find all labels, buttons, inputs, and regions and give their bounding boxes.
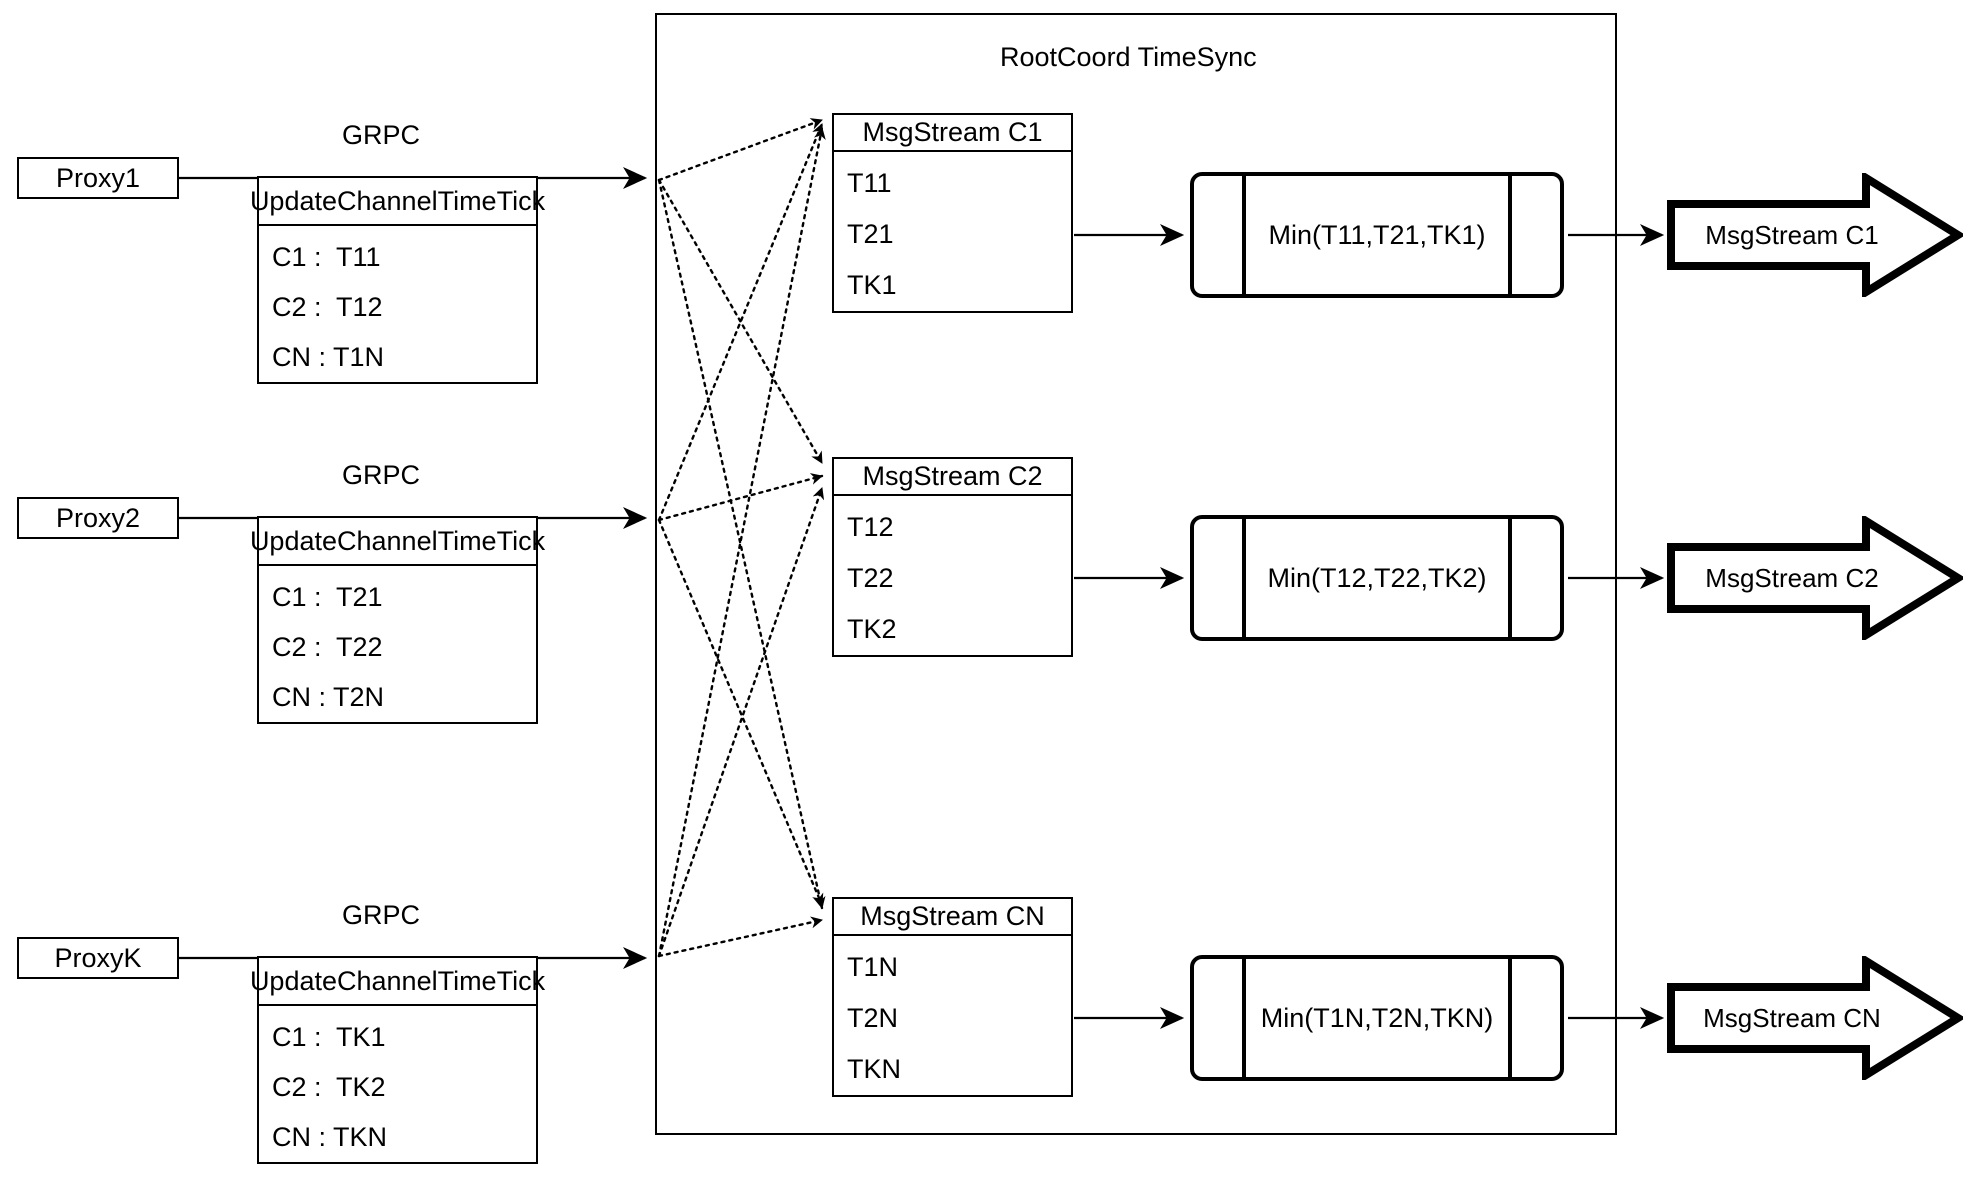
- msgstream-box-2: MsgStream C2 T12 T22 TK2: [832, 457, 1073, 657]
- msgstream-row: T11: [847, 168, 892, 198]
- msgstream-header-2: MsgStream C2: [834, 459, 1071, 496]
- block-arrow-icon: [1667, 956, 1963, 1080]
- output-block-arrow-2: MsgStream C2: [1666, 516, 1963, 640]
- output-block-arrow-3: MsgStream CN: [1666, 956, 1963, 1080]
- rootcoord-container: [655, 13, 1617, 1135]
- uct-row: C1 : T21: [272, 581, 383, 612]
- msgstream-row: T2N: [847, 1003, 899, 1033]
- uct-body-1: C1 : T11 C2 : T12 CN : T1N: [259, 226, 536, 382]
- output-block-arrow-1: MsgStream C1: [1666, 173, 1963, 297]
- msgstream-row: TK2: [847, 614, 897, 644]
- min-process-box-1: Min(T11,T21,TK1): [1190, 172, 1564, 298]
- grpc-label-1: GRPC: [342, 120, 421, 150]
- output-label-1: MsgStream C1: [1705, 219, 1879, 250]
- uct-row: C2 : TK2: [272, 1071, 386, 1102]
- msgstream-row: TK1: [847, 270, 897, 300]
- msgstream-row: T12: [847, 512, 894, 542]
- proxy-box-2[interactable]: Proxy2: [17, 497, 179, 539]
- uct-body-3: C1 : TK1 C2 : TK2 CN : TKN: [259, 1006, 536, 1162]
- msgstream-row: T22: [847, 563, 894, 593]
- uct-header-3: UpdateChannelTimeTick: [250, 958, 545, 1006]
- min-box-right-divider: [1508, 515, 1512, 641]
- min-box-left-divider: [1242, 955, 1246, 1081]
- msgstream-header-3: MsgStream CN: [834, 899, 1071, 936]
- msgstream-row: T21: [847, 219, 894, 249]
- rootcoord-title: RootCoord TimeSync: [1000, 42, 1257, 72]
- grpc-label-3: GRPC: [342, 900, 421, 930]
- update-channel-time-tick-2: UpdateChannelTimeTick C1 : T21 C2 : T22 …: [250, 516, 545, 724]
- msgstream-box-3: MsgStream CN T1N T2N TKN: [832, 897, 1073, 1097]
- uct-row: CN : T1N: [272, 341, 385, 372]
- update-channel-time-tick-1: UpdateChannelTimeTick C1 : T11 C2 : T12 …: [250, 176, 545, 384]
- uct-row: C1 : TK1: [272, 1021, 386, 1052]
- min-box-left-divider: [1242, 515, 1246, 641]
- min-label-1: Min(T11,T21,TK1): [1268, 219, 1486, 250]
- min-box-right-divider: [1508, 955, 1512, 1081]
- msgstream-body-3: T1N T2N TKN: [834, 936, 1071, 1095]
- msgstream-row: TKN: [847, 1054, 901, 1084]
- min-box-left-divider: [1242, 172, 1246, 298]
- min-label-2: Min(T12,T22,TK2): [1267, 562, 1487, 593]
- min-box-right-divider: [1508, 172, 1512, 298]
- block-arrow-icon: [1667, 173, 1963, 297]
- msgstream-header-1: MsgStream C1: [834, 115, 1071, 152]
- proxy-box-1[interactable]: Proxy1: [17, 157, 179, 199]
- update-channel-time-tick-3: UpdateChannelTimeTick C1 : TK1 C2 : TK2 …: [250, 956, 545, 1164]
- msgstream-body-2: T12 T22 TK2: [834, 496, 1071, 655]
- block-arrow-icon: [1667, 516, 1963, 640]
- msgstream-row: T1N: [847, 952, 899, 982]
- uct-row: C2 : T22: [272, 631, 383, 662]
- uct-header-2: UpdateChannelTimeTick: [250, 518, 545, 566]
- uct-row: CN : TKN: [272, 1121, 388, 1152]
- uct-row: C2 : T12: [272, 291, 383, 322]
- uct-body-2: C1 : T21 C2 : T22 CN : T2N: [259, 566, 536, 722]
- output-label-3: MsgStream CN: [1703, 1002, 1881, 1033]
- output-label-2: MsgStream C2: [1705, 562, 1879, 593]
- min-process-box-2: Min(T12,T22,TK2): [1190, 515, 1564, 641]
- uct-header-1: UpdateChannelTimeTick: [250, 178, 545, 226]
- min-label-3: Min(T1N,T2N,TKN): [1260, 1002, 1494, 1033]
- proxy-box-3[interactable]: ProxyK: [17, 937, 179, 979]
- msgstream-body-1: T11 T21 TK1: [834, 152, 1071, 311]
- grpc-label-2: GRPC: [342, 460, 421, 490]
- uct-row: C1 : T11: [272, 241, 381, 272]
- msgstream-box-1: MsgStream C1 T11 T21 TK1: [832, 113, 1073, 313]
- min-process-box-3: Min(T1N,T2N,TKN): [1190, 955, 1564, 1081]
- uct-row: CN : T2N: [272, 681, 385, 712]
